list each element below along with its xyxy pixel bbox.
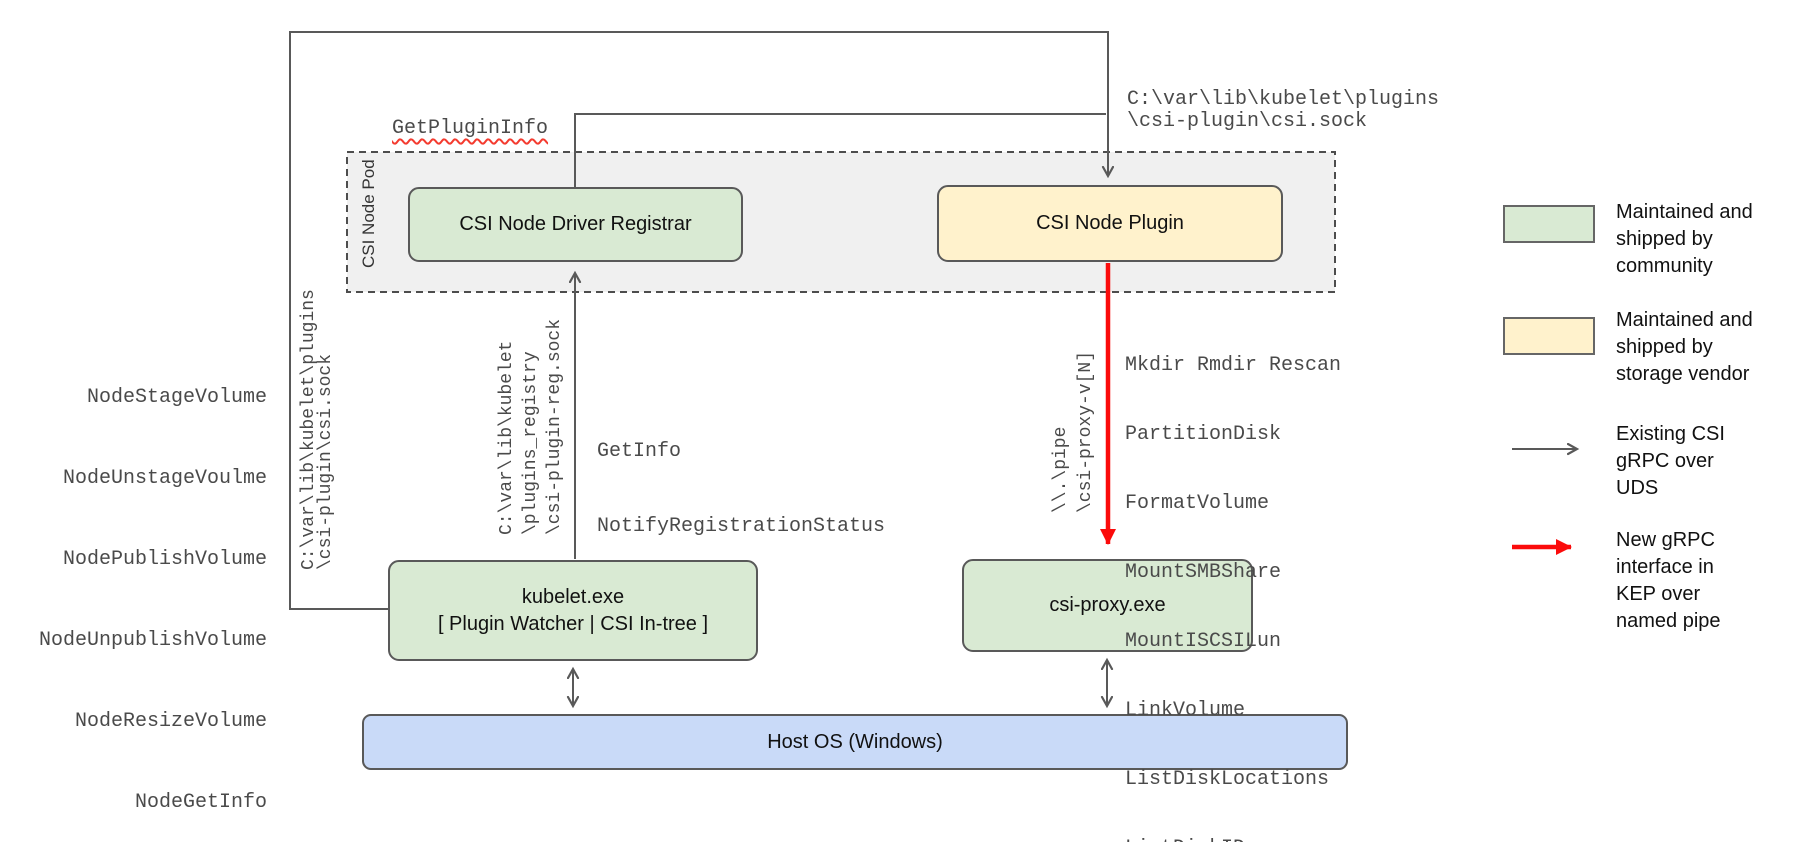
proxy-rpc-item: PartitionDisk bbox=[1125, 423, 1282, 446]
proxy-rpc-item: ListDiskIDs bbox=[1125, 837, 1341, 842]
proxy-rpc-item: MountSMBShare bbox=[1125, 561, 1282, 584]
registration-rpc-item: GetInfo bbox=[597, 440, 682, 463]
legend-uds-text: Existing CSI gRPC over UDS bbox=[1616, 423, 1725, 499]
kubelet-label-line2: [ Plugin Watcher | CSI In-tree ] bbox=[437, 612, 709, 635]
legend-community-swatch bbox=[1503, 205, 1595, 243]
kubelet-box: kubelet.exe [ Plugin Watcher | CSI In-tr… bbox=[388, 560, 758, 661]
proxy-rpcs-list: Mkdir Rmdir Rescan PartitionDisk FormatV… bbox=[1125, 308, 1341, 842]
proxy-rpc-item: ListDiskLocations bbox=[1125, 768, 1330, 791]
node-rpc-item: NodeUnpublishVolume bbox=[38, 629, 267, 652]
legend-named-pipe-text: New gRPC interface in KEP over named pip… bbox=[1616, 529, 1721, 632]
node-rpcs-list: NodeStageVolume NodeUnstageVoulme NodePu… bbox=[27, 330, 267, 842]
node-rpc-item: NodeResizeVolume bbox=[74, 710, 267, 733]
registrar-label: CSI Node Driver Registrar bbox=[459, 213, 692, 235]
legend-community-text: Maintained and shipped by community bbox=[1616, 201, 1753, 277]
proxy-rpc-item: FormatVolume bbox=[1125, 492, 1270, 515]
csi-proxy-box: csi-proxy.exe bbox=[962, 559, 1253, 652]
pipe-path-vertical-label: \\.\pipe \csi-proxy-v[N] bbox=[1051, 350, 1096, 513]
legend-vendor-swatch bbox=[1503, 317, 1595, 355]
node-rpc-item: NodeStageVolume bbox=[86, 386, 267, 409]
csi-node-plugin-box: CSI Node Plugin bbox=[937, 185, 1283, 262]
csi-proxy-label: csi-proxy.exe bbox=[1049, 594, 1166, 616]
node-rpc-item: NodePublishVolume bbox=[62, 548, 267, 571]
proxy-rpc-item: Mkdir Rmdir Rescan bbox=[1125, 354, 1342, 377]
node-rpc-item: NodeUnstageVoulme bbox=[62, 467, 267, 490]
plugin-label: CSI Node Plugin bbox=[1036, 212, 1184, 234]
get-plugin-info-label: GetPluginInfo bbox=[392, 117, 549, 140]
kubelet-label-line1: kubelet.exe bbox=[521, 585, 625, 608]
kubelet-to-plugin-uds-line bbox=[289, 31, 1108, 610]
csi-node-driver-registrar-box: CSI Node Driver Registrar bbox=[408, 187, 743, 262]
csi-node-pod-label: CSI Node Pod bbox=[359, 159, 378, 268]
registrar-to-plugin-line bbox=[574, 113, 1106, 187]
registration-rpc-item: NotifyRegistrationStatus bbox=[597, 515, 886, 538]
csi-sock-path-label: C:\var\lib\kubelet\plugins \csi-plugin\c… bbox=[1127, 88, 1440, 133]
host-os-label: Host OS (Windows) bbox=[767, 730, 943, 753]
host-os-box: Host OS (Windows) bbox=[362, 714, 1348, 770]
proxy-rpc-item: LinkVolume bbox=[1125, 699, 1246, 722]
csi-sock-path-vertical-label: C:\var\lib\kubelet\plugins \csi-plugin\c… bbox=[299, 289, 336, 570]
node-rpc-item: NodeGetInfo bbox=[134, 791, 267, 814]
registration-rpcs-list: GetInfo NotifyRegistrationStatus bbox=[597, 389, 885, 589]
reg-sock-path-vertical-label: C:\var\lib\kubelet \plugins_registry \cs… bbox=[497, 318, 565, 535]
legend-vendor-text: Maintained and shipped by storage vendor bbox=[1616, 309, 1753, 385]
proxy-rpc-item: MountISCSILun bbox=[1125, 630, 1282, 653]
